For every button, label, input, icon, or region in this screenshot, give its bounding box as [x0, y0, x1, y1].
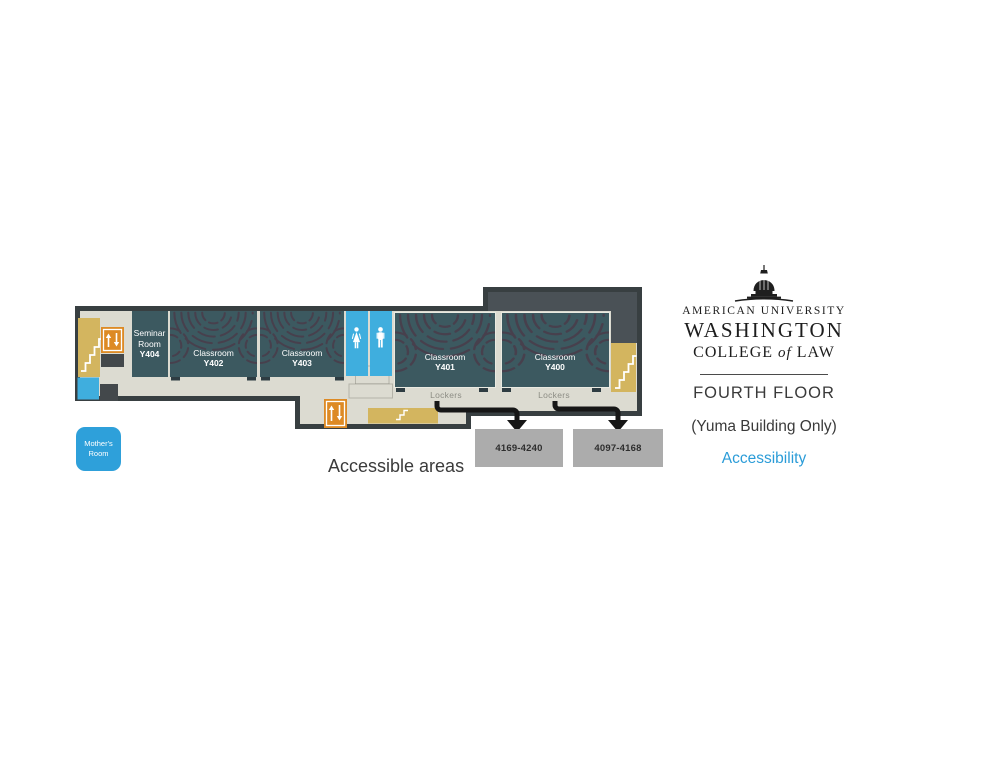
- locker-arrow-left: [434, 401, 527, 432]
- locker-range-box: 4169-4240: [475, 429, 563, 467]
- locker-range-box: 4097-4168: [573, 429, 663, 467]
- divider: [700, 374, 828, 375]
- accessible-area-left: [77, 377, 99, 400]
- elevator-icon-lower: [324, 399, 347, 428]
- lockers-label-right: Lockers: [538, 390, 570, 400]
- room-y403: Classroom Y403: [260, 311, 344, 377]
- building-subtitle: (Yuma Building Only): [691, 418, 837, 435]
- room-y400: Classroom Y400: [500, 312, 610, 388]
- room-name: Classroom: [534, 351, 576, 362]
- elevator-icon-left: [101, 327, 124, 353]
- room-name: Classroom: [193, 347, 234, 358]
- room-name: Classroom: [281, 347, 323, 358]
- logo-college-post: LAW: [796, 344, 835, 361]
- service-block-lower: [100, 384, 118, 401]
- accessible-areas-label: Accessible areas: [328, 456, 465, 476]
- room-y401: Classroom Y401: [394, 312, 496, 388]
- capitol-dome-icon: [734, 265, 794, 302]
- room-number: Y400: [545, 362, 565, 373]
- room-number: Y404: [139, 349, 160, 360]
- room-y402: Classroom Y402: [170, 311, 257, 377]
- lockers-label-left: Lockers: [430, 390, 462, 400]
- room-name: Classroom: [424, 351, 466, 362]
- room-number: Y401: [435, 362, 455, 373]
- roof-block: [488, 292, 637, 343]
- room-number: Y402: [203, 358, 224, 369]
- logo-college-pre: COLLEGE: [693, 344, 774, 361]
- ramp-icon: [368, 408, 438, 424]
- door-markers: [171, 376, 601, 392]
- restroom-women: [346, 311, 368, 376]
- man-icon: [376, 327, 385, 348]
- locker-range: 4097-4168: [594, 442, 642, 454]
- seating-arcs-icon: [395, 313, 495, 373]
- seating-arcs-icon: [260, 311, 344, 364]
- room-number: Y403: [292, 358, 312, 369]
- accessibility-link[interactable]: Accessibility: [721, 450, 807, 467]
- logo-washington-line: WASHINGTON: [684, 318, 844, 342]
- floor-title: FOURTH FLOOR: [693, 384, 835, 402]
- locker-range: 4169-4240: [495, 442, 543, 454]
- mothers-room-badge: Mother's Room: [76, 427, 121, 471]
- logo-university-line: AMERICAN UNIVERSITY: [682, 305, 846, 317]
- seating-arcs-icon: [501, 313, 609, 373]
- mothers-room-line1: Mother's: [84, 438, 113, 448]
- logo-college-of: of: [778, 345, 792, 361]
- woman-icon: [352, 327, 362, 349]
- locker-arrow-right: [552, 401, 628, 432]
- restroom-men: [370, 311, 392, 376]
- mothers-room-line2: Room: [88, 449, 109, 458]
- room-y404: Seminar Room Y404: [131, 311, 168, 377]
- logo-college-line: COLLEGE of LAW: [664, 344, 864, 362]
- seating-arcs-icon: [170, 311, 257, 364]
- sidebar: AMERICAN UNIVERSITY WASHINGTON COLLEGE o…: [664, 264, 864, 468]
- stairs-icon-right: [611, 343, 637, 392]
- stairs-icon-left: [78, 318, 102, 377]
- room-name: Seminar Room: [133, 328, 166, 349]
- service-block-upper: [101, 354, 124, 367]
